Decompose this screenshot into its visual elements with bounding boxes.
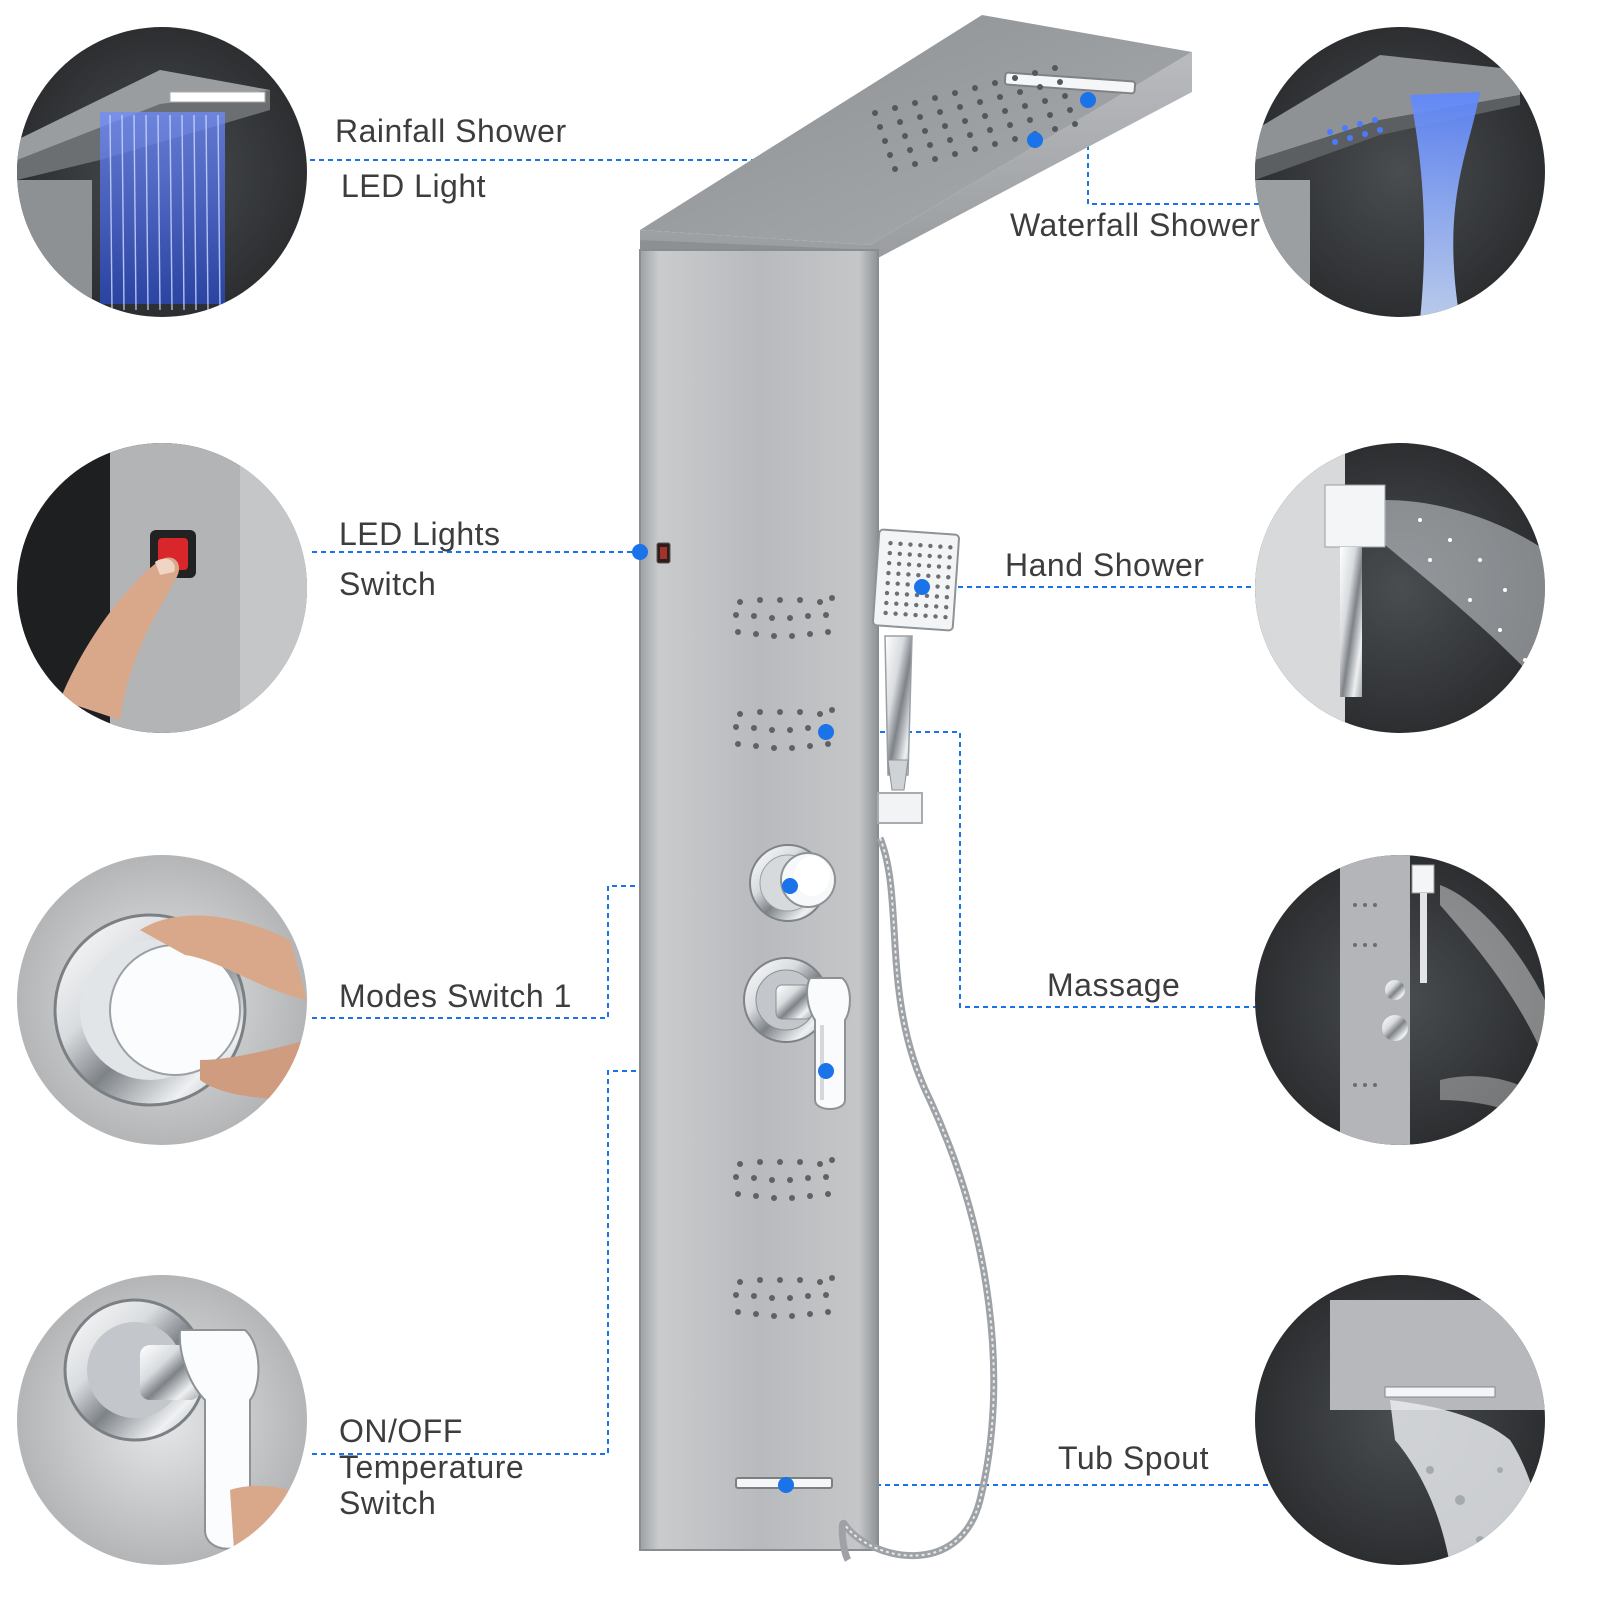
hand-shower-handle — [884, 635, 913, 776]
temperature-lever — [743, 957, 851, 1110]
rainfall-nozzles — [872, 65, 1078, 172]
head-top-face — [640, 15, 1192, 245]
onoff-line2: Temperature — [339, 1449, 525, 1485]
modes-switch-callout-line — [312, 885, 790, 1019]
waterfall-photo — [1255, 27, 1545, 317]
callout-dots — [632, 92, 1096, 1493]
head-underside — [640, 52, 1192, 258]
massage-jets-photo — [1255, 855, 1545, 1145]
hand-shower-label: Hand Shower — [1005, 547, 1205, 583]
tub-spout-photo — [1255, 1275, 1545, 1565]
shower-panel — [639, 15, 1192, 1562]
waterfall-slot — [1003, 71, 1137, 95]
massage-jets — [733, 595, 835, 1319]
massage-label: Massage — [1047, 967, 1181, 1003]
rainfall-shower-label: Rainfall Shower — [335, 113, 567, 149]
tub-spout-label: Tub Spout — [1058, 1440, 1209, 1476]
led-light-label: LED Light — [341, 168, 487, 204]
led-lights-switch-label: LED Lights Switch — [339, 509, 501, 609]
waterfall-shower-label: Waterfall Shower — [1010, 207, 1261, 243]
temperature-lever-photo — [17, 1275, 307, 1565]
onoff-line3: Switch — [339, 1485, 437, 1521]
led-lights-switch-line1: LED Lights — [339, 516, 501, 552]
hand-shower-photo — [1255, 443, 1545, 733]
hand-shower-assembly — [838, 528, 998, 1562]
onoff-temperature-switch-label: ON/OFF Temperature Switch — [339, 1413, 524, 1521]
modes-knob-photo — [17, 855, 307, 1145]
finger — [60, 557, 180, 720]
modes-switch-label: Modes Switch 1 — [339, 978, 572, 1014]
onoff-line1: ON/OFF — [339, 1413, 463, 1449]
led-switch-photo — [17, 443, 307, 733]
waterfall-callout-line — [1087, 100, 1290, 205]
shower-holder — [877, 792, 923, 824]
rainfall-led-photo — [17, 27, 307, 317]
led-lights-switch-line2: Switch — [339, 566, 437, 602]
